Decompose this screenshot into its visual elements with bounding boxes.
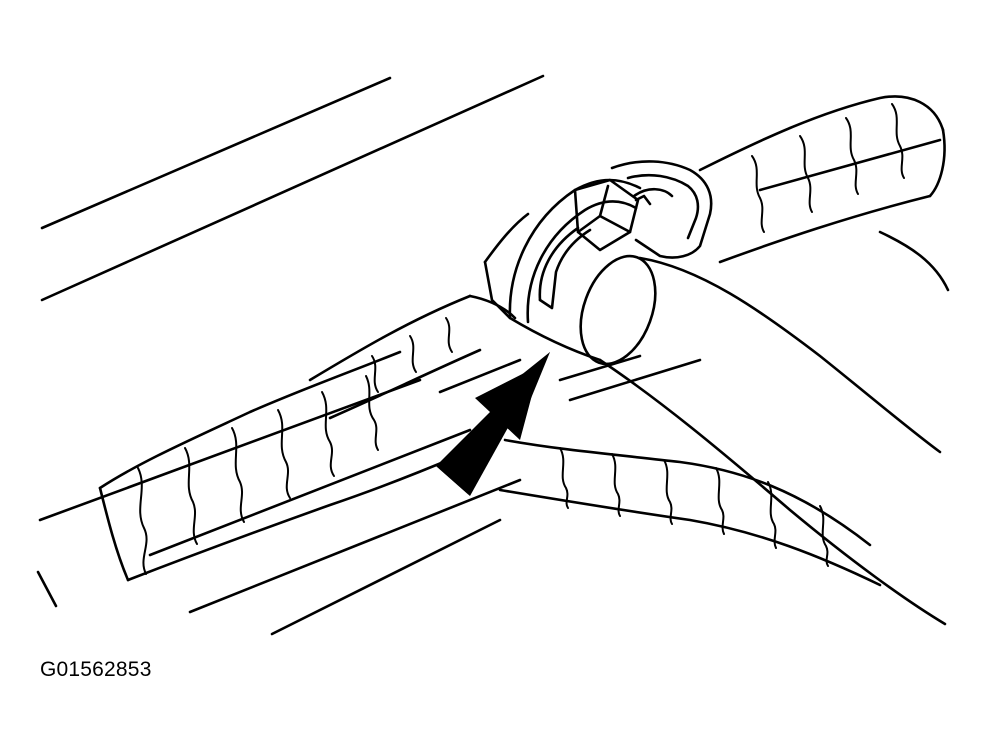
wiring-harness-lower — [98, 350, 522, 614]
pointer-arrow-icon — [436, 352, 550, 496]
figure-id-label: G01562853 — [40, 658, 152, 681]
wiring-harness-lower-right — [498, 354, 882, 587]
wiring-harness-upper-right — [698, 95, 950, 292]
clip-icon — [483, 160, 713, 362]
wiring-harness-upper-left — [308, 294, 522, 420]
rigid-tube — [579, 254, 947, 626]
